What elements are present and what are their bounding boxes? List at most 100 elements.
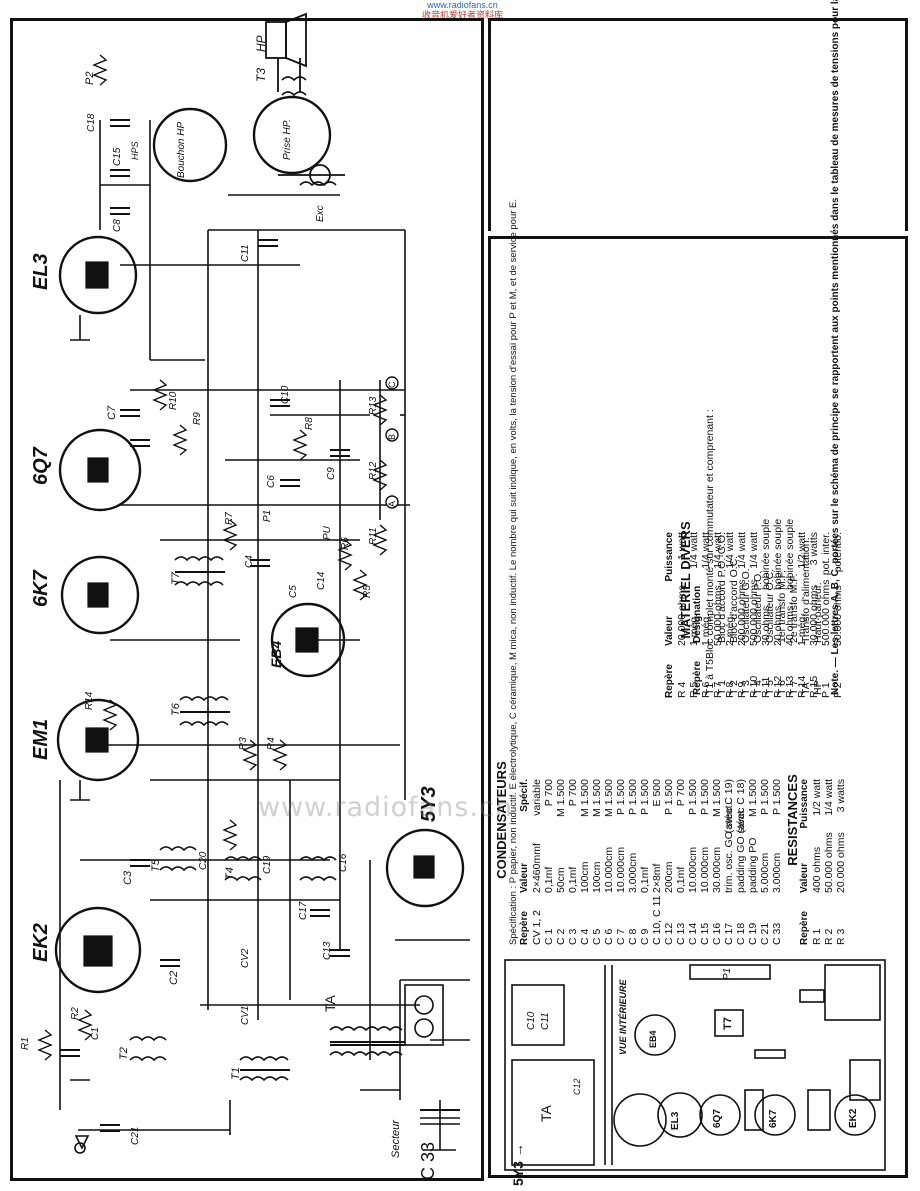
note-text: Les lettres A, B, C, portées sur le sché… (830, 0, 841, 655)
condensateur-row-cell: C 9 (639, 928, 651, 945)
layout-label-p1: P1 (722, 967, 733, 980)
resistance-row-cell: 1/2 watt (811, 779, 823, 816)
condensateur-row-cell: C 13 (675, 922, 687, 945)
condensateur-row-cell: P 700 (675, 779, 687, 807)
materiel-row-cell: 1er transfo M.F. (776, 570, 788, 643)
condensateur-row-cell: padding GO stéat. (735, 807, 747, 893)
condensateur-row-cell: M 1.500 (603, 779, 615, 817)
tube-5y3 (385, 828, 465, 908)
resistance-row-cell: R 2 (823, 928, 835, 945)
note: Note. — Les lettres A, B, C, portées sur… (830, 0, 841, 695)
materiel-row-cell: T 5 (764, 680, 776, 695)
condensateur-row-cell: 10.000cm (687, 846, 699, 893)
condensateur-row-cell: M 1.500 (555, 779, 567, 817)
materiel-row-cell: T 2 (728, 680, 740, 695)
layout-label-eb4: EB4 (648, 1030, 658, 1048)
condensateur-row-cell: E 500 (651, 779, 663, 807)
col-valeur: Valeur (519, 862, 530, 893)
col-designation: Désignation (692, 585, 703, 643)
layout-label-t7: T7 (722, 1017, 734, 1030)
condensateur-row-cell: C 7 (615, 928, 627, 945)
table-frame-lower (488, 236, 908, 1178)
resistance-row-cell: R 3 (835, 928, 847, 945)
materiel-row-cell: Haut-parleur. (812, 582, 824, 643)
col-repere: Repère (799, 911, 810, 945)
condensateurs-header: Repère Valeur Spécif. (519, 695, 531, 945)
prise-hp (252, 95, 332, 175)
col-repere: Repère (519, 911, 530, 945)
condensateur-row-cell: CV 1, 2 (531, 909, 543, 945)
condensateur-row-cell: 0,1mf (543, 866, 555, 893)
condensateur-row-cell: P 1.500 (699, 779, 711, 816)
condensateur-row-cell: 5.000cm (759, 852, 771, 893)
layout-label-ta: TA (538, 1105, 554, 1122)
tube-em1 (56, 698, 140, 782)
condensateur-row-cell: 0,1mf (675, 866, 687, 893)
condensateur-row-cell: 2×8mf (651, 863, 663, 893)
materiel-row-cell: Oscillateur G.O. (740, 568, 752, 643)
schematic-frame (10, 18, 484, 1181)
condensateur-row-cell: padding PO (747, 837, 759, 893)
condensateur-row-cell: 0,1mf (567, 866, 579, 893)
materiel-row-cell: T 6 (776, 680, 788, 695)
watermark: www.radiofans.cn 收音机爱好者资料库 (405, 0, 520, 20)
condensateur-row-cell: variable (531, 779, 543, 816)
condensateur-row-cell: C 3 (567, 928, 579, 945)
condensateur-row: CV 1, 2 2×460mmf variable (531, 695, 543, 945)
materiel-header: Repère Désignation (692, 465, 704, 695)
tube-6q7 (58, 428, 142, 512)
condensateur-row-cell: C 14 (687, 922, 699, 945)
layout-arrow-5y3: 5Y3 → (510, 1143, 526, 1186)
condensateurs-title: CONDENSATEURS (494, 761, 509, 879)
materiel-row-cell: HP (812, 680, 824, 695)
condensateurs-block: CONDENSATEURS Spécification : P papier, … (494, 199, 847, 945)
condensateur-row-cell: P 1.500 (627, 779, 639, 816)
condensateur-row-cell: trim. osc. GO stéat. (723, 802, 735, 893)
layout-label-c10: C10 (526, 1011, 537, 1030)
resistance-row-cell: 1/4 watt (823, 779, 835, 816)
materiel-row-cell: T 4 (752, 680, 764, 695)
condensateur-row-cell: 100cm (579, 861, 591, 893)
condensateur-row-cell: P 700 (543, 779, 555, 807)
condensateur-row-cell: C 16 (711, 922, 723, 945)
materiel-row-cell: Bloc complet monté sur commutateur et co… (704, 409, 716, 659)
condensateur-row-cell: C 2 (555, 928, 567, 945)
resistances-header: Repère Valeur Puissance (799, 695, 811, 945)
materiel-row-cell: Bloc d'accord O.C. (728, 555, 740, 643)
condensateur-row-cell: (avec C 18) (735, 779, 747, 834)
condensateur-row-cell: M 1.500 (711, 779, 723, 817)
condensateur-row-cell: 2×460mmf (531, 843, 543, 893)
table-frame-upper (488, 18, 908, 231)
condensateur-row-cell: 0,1mf (639, 866, 651, 893)
divider-line (488, 236, 905, 239)
condensateur-row-cell: C 19 (747, 922, 759, 945)
resistance-row-cell: 20.000 ohms (835, 832, 847, 893)
col-valeur: Valeur (664, 615, 675, 646)
condensateur-row-cell: M 1.500 (747, 779, 759, 817)
materiel-row-cell: T1 à T5 (704, 659, 716, 695)
condensateur-row: C 19 padding PO M 1.500 (747, 695, 759, 945)
layout-label-c11: C11 (540, 1012, 551, 1030)
materiel-row-cell: 2e transfo M.F. (788, 573, 800, 643)
tube-6k7 (60, 555, 140, 635)
col-puissance: Puissance (664, 532, 675, 582)
